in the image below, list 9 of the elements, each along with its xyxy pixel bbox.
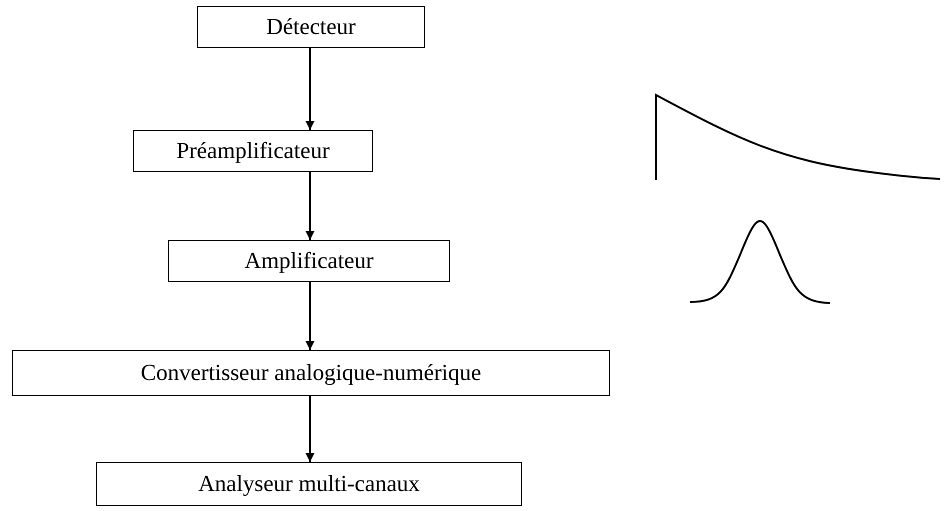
arrow xyxy=(306,396,314,462)
process-box: Préamplificateur xyxy=(133,130,373,172)
arrow xyxy=(306,282,314,350)
arrow xyxy=(306,172,314,240)
process-box: Convertisseur analogique-numérique xyxy=(12,350,610,396)
process-box: Analyseur multi-canaux xyxy=(96,462,522,506)
process-box: Amplificateur xyxy=(168,240,450,282)
arrow xyxy=(306,48,314,130)
process-box: Détecteur xyxy=(197,6,425,48)
